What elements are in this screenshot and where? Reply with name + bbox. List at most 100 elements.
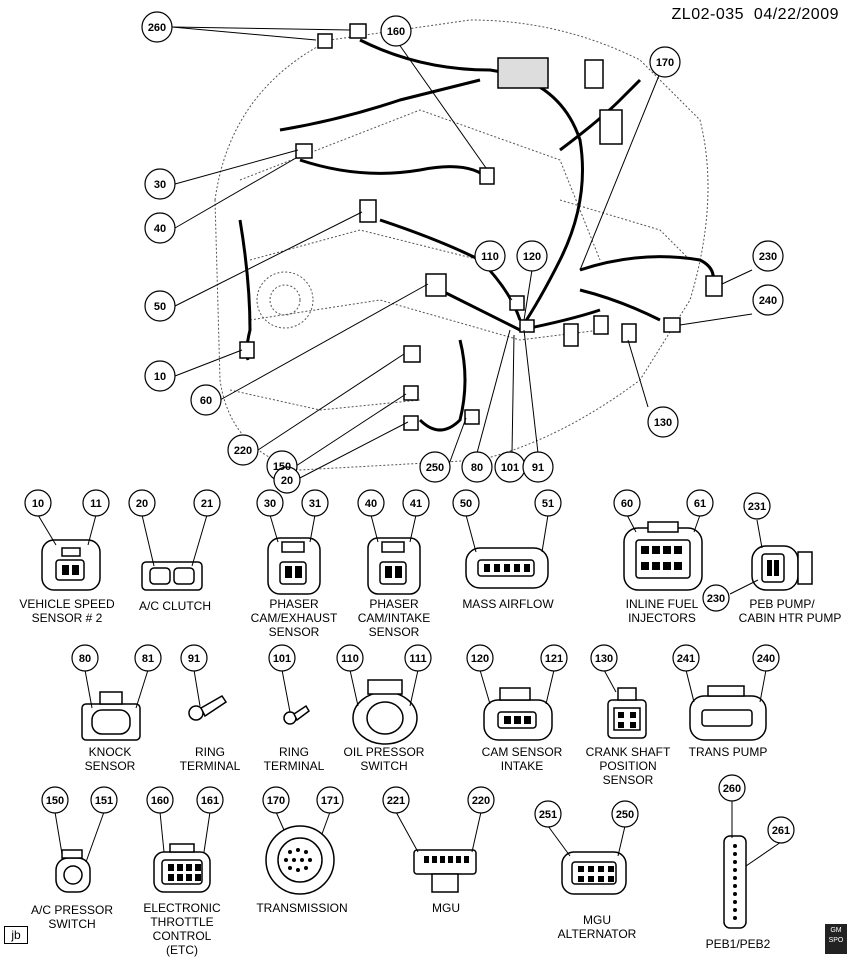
callout-50: 50 bbox=[154, 301, 166, 313]
callout-170-c: 170 bbox=[267, 795, 285, 807]
label-ac-clutch: A/C CLUTCH bbox=[139, 599, 211, 613]
callout-160-c: 160 bbox=[151, 795, 169, 807]
label-cam-1: CAM SENSOR bbox=[482, 745, 563, 759]
engine-leader-lines bbox=[171, 26, 753, 481]
label-cam-2: INTAKE bbox=[501, 759, 543, 773]
callout-11: 11 bbox=[90, 498, 102, 510]
callout-61: 61 bbox=[694, 498, 706, 510]
callout-80: 80 bbox=[471, 462, 483, 474]
callout-30-c: 30 bbox=[264, 498, 276, 510]
callout-220-c: 220 bbox=[472, 795, 490, 807]
callout-121: 121 bbox=[545, 653, 563, 665]
callout-170: 170 bbox=[656, 57, 674, 69]
label-crank-2: POSITION bbox=[599, 759, 656, 773]
callout-220: 220 bbox=[234, 445, 252, 457]
callout-91-c: 91 bbox=[188, 653, 200, 665]
gm-spo-logo: GM SPO bbox=[825, 924, 847, 954]
callout-91: 91 bbox=[532, 462, 544, 474]
callout-110: 110 bbox=[481, 251, 499, 263]
label-ring101-2: TERMINAL bbox=[264, 759, 325, 773]
callout-20: 20 bbox=[281, 475, 293, 487]
callout-221: 221 bbox=[387, 795, 405, 807]
connector-shape-ring-terminal-101 bbox=[283, 704, 310, 725]
label-crank-3: SENSOR bbox=[603, 773, 654, 787]
callout-260-c: 260 bbox=[723, 783, 741, 795]
callout-41: 41 bbox=[410, 498, 422, 510]
connector-shape-vehicle-speed-sensor bbox=[41, 539, 101, 591]
callout-51: 51 bbox=[542, 498, 554, 510]
callout-130: 130 bbox=[654, 417, 672, 429]
connector-shape-ac-pressor bbox=[55, 849, 91, 893]
callout-261: 261 bbox=[772, 825, 790, 837]
callout-31: 31 bbox=[309, 498, 321, 510]
connector-shapes bbox=[41, 521, 813, 929]
callout-10-c: 10 bbox=[32, 498, 44, 510]
callout-230-c: 230 bbox=[707, 593, 725, 605]
connector-shape-trans-pump bbox=[689, 685, 767, 741]
connector-callout-circles bbox=[24, 489, 795, 844]
label-etc-4: (ETC) bbox=[166, 943, 198, 957]
engine-callout-circles bbox=[141, 11, 784, 494]
connector-shape-mgu-alternator bbox=[561, 851, 627, 895]
callout-20-c: 20 bbox=[136, 498, 148, 510]
callout-101-c: 101 bbox=[273, 653, 291, 665]
callout-251: 251 bbox=[539, 809, 557, 821]
connector-shape-cam-sensor bbox=[483, 687, 553, 741]
label-ring101-1: RING bbox=[279, 745, 309, 759]
label-trans-pump: TRANS PUMP bbox=[689, 745, 768, 759]
label-etc-3: CONTROL bbox=[153, 929, 212, 943]
connector-shape-phaser-intake bbox=[367, 537, 421, 595]
wire-harness bbox=[238, 38, 715, 432]
callout-111: 111 bbox=[409, 653, 426, 665]
callout-21: 21 bbox=[201, 498, 213, 510]
label-etc-1: ELECTRONIC bbox=[143, 901, 221, 915]
label-peb: PEB1/PEB2 bbox=[706, 937, 771, 951]
connector-labels: VEHICLE SPEED SENSOR # 2 A/C CLUTCH PHAS… bbox=[19, 597, 841, 957]
callout-260: 260 bbox=[148, 22, 166, 34]
callout-161: 161 bbox=[201, 795, 219, 807]
label-transmission: TRANSMISSION bbox=[256, 901, 347, 915]
connector-shape-knock-sensor bbox=[81, 691, 141, 741]
label-knock-1: KNOCK bbox=[89, 745, 132, 759]
label-phaser-int-3: SENSOR bbox=[369, 625, 420, 639]
connector-pins bbox=[62, 546, 779, 920]
callout-231: 231 bbox=[748, 501, 766, 513]
label-mgu-alt-2: ALTERNATOR bbox=[558, 927, 637, 941]
connector-shape-ring-terminal-91 bbox=[188, 695, 228, 721]
connector-shape-crank-shaft bbox=[607, 687, 647, 739]
label-peb-pump-2: CABIN HTR PUMP bbox=[739, 611, 842, 625]
callout-130-c: 130 bbox=[595, 653, 613, 665]
label-phaser-exh-1: PHASER bbox=[269, 597, 319, 611]
connector-shape-peb-pump bbox=[751, 545, 813, 591]
connector-shape-phaser-exhaust bbox=[267, 537, 321, 595]
label-ring91-1: RING bbox=[195, 745, 225, 759]
label-phaser-exh-2: CAM/EXHAUST bbox=[251, 611, 338, 625]
callout-60: 60 bbox=[200, 395, 212, 407]
engine-callout-labels: 260 160 170 30 40 50 10 60 220 150 20 25… bbox=[148, 22, 777, 487]
label-ac-pressor-1: A/C PRESSOR bbox=[31, 903, 113, 917]
label-mgu-alt-1: MGU bbox=[583, 913, 611, 927]
connector-shape-peb bbox=[723, 835, 747, 929]
callout-240: 240 bbox=[759, 295, 777, 307]
callout-40: 40 bbox=[154, 223, 166, 235]
label-knock-2: SENSOR bbox=[85, 759, 136, 773]
diagram-id-header: ZL02-035 04/22/2009 bbox=[672, 6, 839, 24]
connector-shape-ac-clutch bbox=[141, 561, 203, 591]
callout-10: 10 bbox=[154, 371, 166, 383]
callout-171: 171 bbox=[321, 795, 339, 807]
diagram-id: ZL02-035 bbox=[671, 6, 745, 23]
callout-50-c: 50 bbox=[460, 498, 472, 510]
callout-240-c: 240 bbox=[757, 653, 775, 665]
callout-30: 30 bbox=[154, 179, 166, 191]
label-oil-2: SWITCH bbox=[360, 759, 407, 773]
engine-illustration bbox=[214, 19, 709, 471]
callout-120-c: 120 bbox=[471, 653, 489, 665]
callout-250-c: 250 bbox=[616, 809, 634, 821]
label-mgu: MGU bbox=[432, 901, 460, 915]
callout-110-c: 110 bbox=[341, 653, 359, 665]
jb-tag: jb bbox=[4, 926, 28, 944]
label-vehicle-speed-1: VEHICLE SPEED bbox=[19, 597, 115, 611]
label-fuel-inj-2: INJECTORS bbox=[628, 611, 696, 625]
